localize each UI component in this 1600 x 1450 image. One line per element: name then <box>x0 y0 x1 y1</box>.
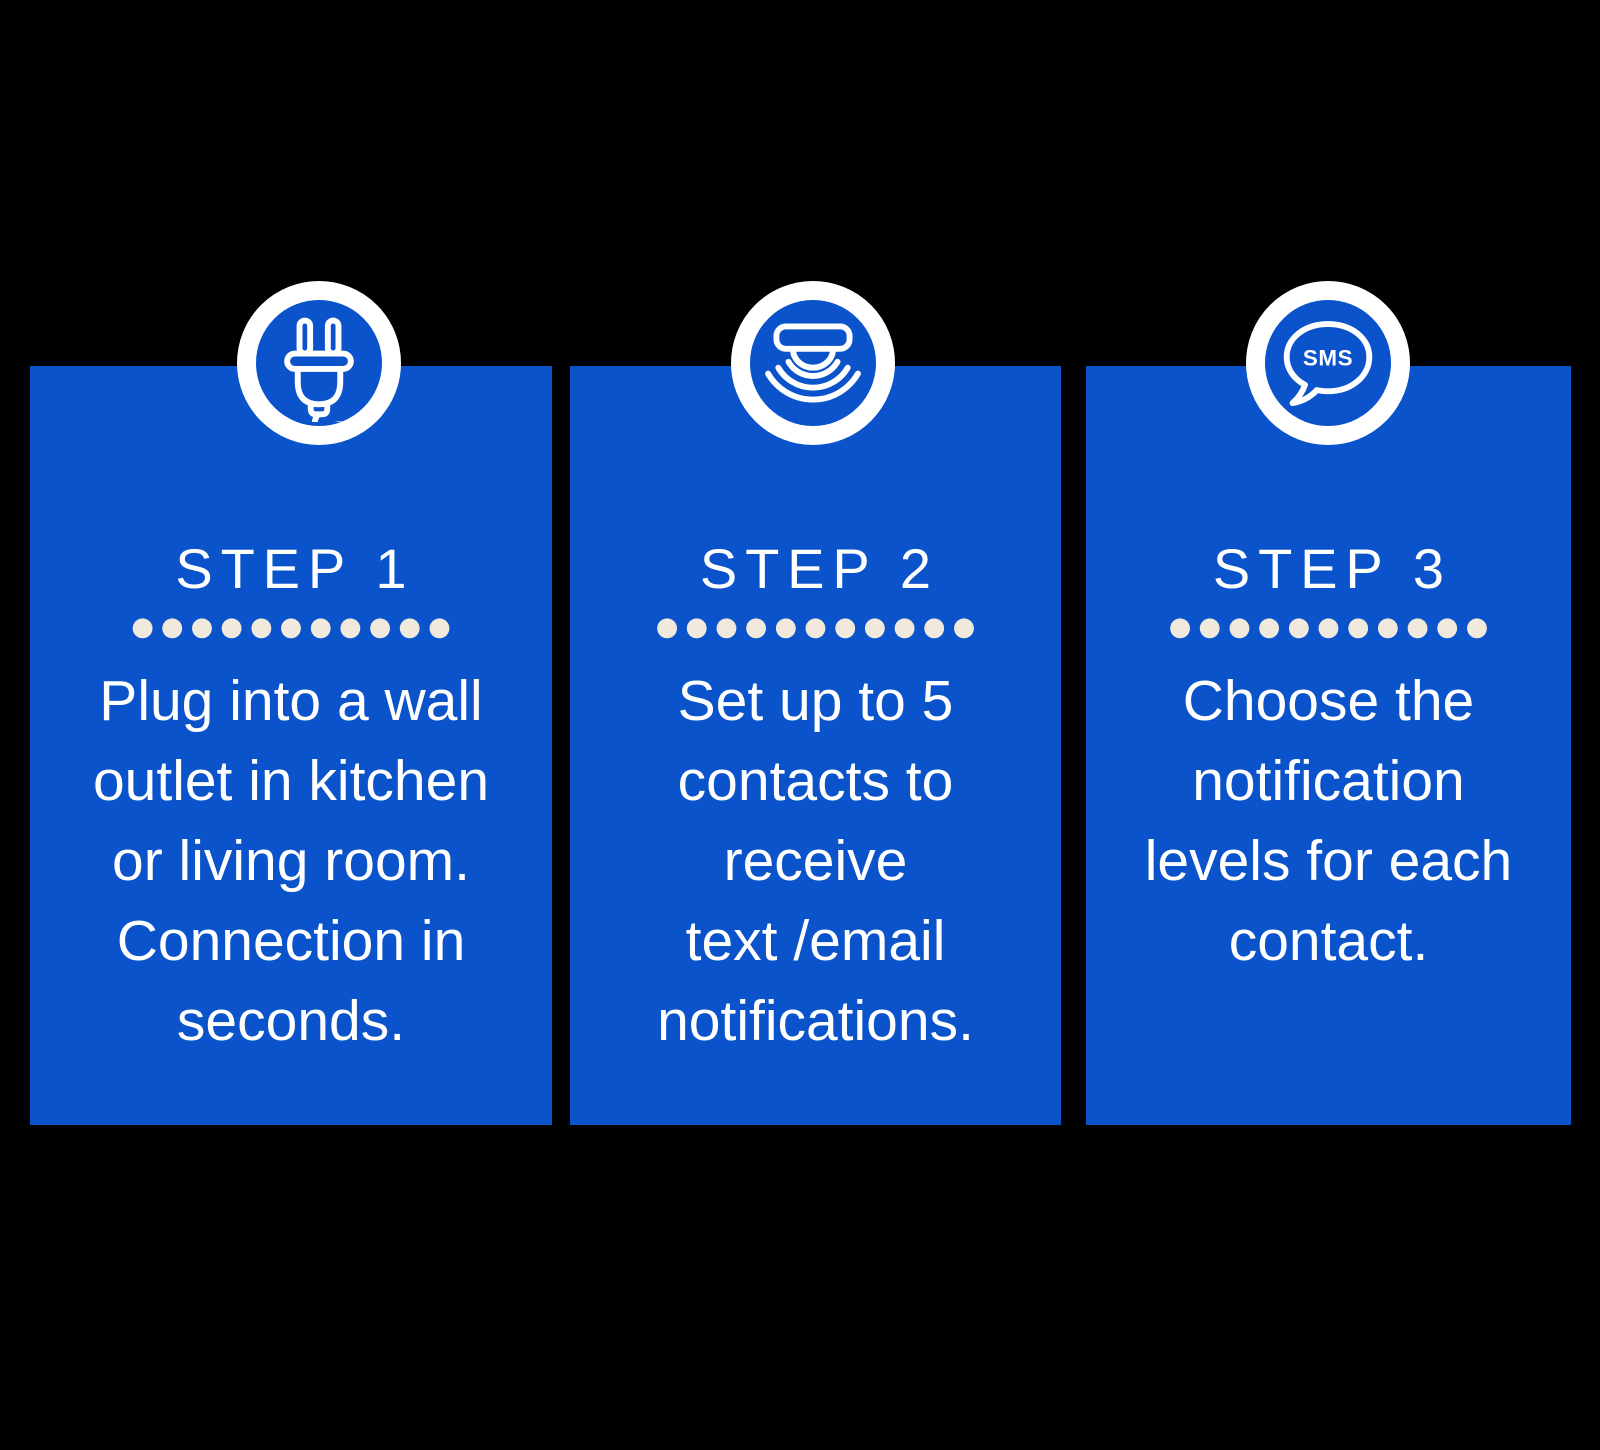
sms-bubble-icon: SMS <box>1283 321 1373 407</box>
step-card-3: STEP 3 ●●●●●●●●●●● Choose the notificati… <box>1086 366 1571 1125</box>
step-3-description: Choose the notification levels for each … <box>1144 669 1513 973</box>
step-1-description: Plug into a wall outlet in kitchen or li… <box>92 669 490 1053</box>
step-card-2: STEP 2 ●●●●●●●●●●● Set up to 5 contacts … <box>570 366 1061 1125</box>
step-3-heading: STEP 3 <box>1212 537 1452 600</box>
power-plug-icon <box>284 317 354 422</box>
step-2-heading: STEP 2 <box>699 537 939 600</box>
dotted-divider: ●●●●●●●●●●● <box>131 612 458 642</box>
motion-sensor-icon <box>765 323 861 403</box>
dotted-divider: ●●●●●●●●●●● <box>655 612 983 642</box>
step-card-1: STEP 1 ●●●●●●●●●●● Plug into a wall outl… <box>30 366 552 1125</box>
step-2-icon-badge <box>731 281 895 445</box>
dotted-divider: ●●●●●●●●●●● <box>1168 612 1496 642</box>
sms-label: SMS <box>1303 345 1353 370</box>
step-1-icon-badge <box>237 281 401 445</box>
step-3-icon-badge: SMS <box>1246 281 1410 445</box>
step-1-heading: STEP 1 <box>175 537 415 600</box>
step-2-description: Set up to 5 contacts to receive text /em… <box>657 669 974 1053</box>
